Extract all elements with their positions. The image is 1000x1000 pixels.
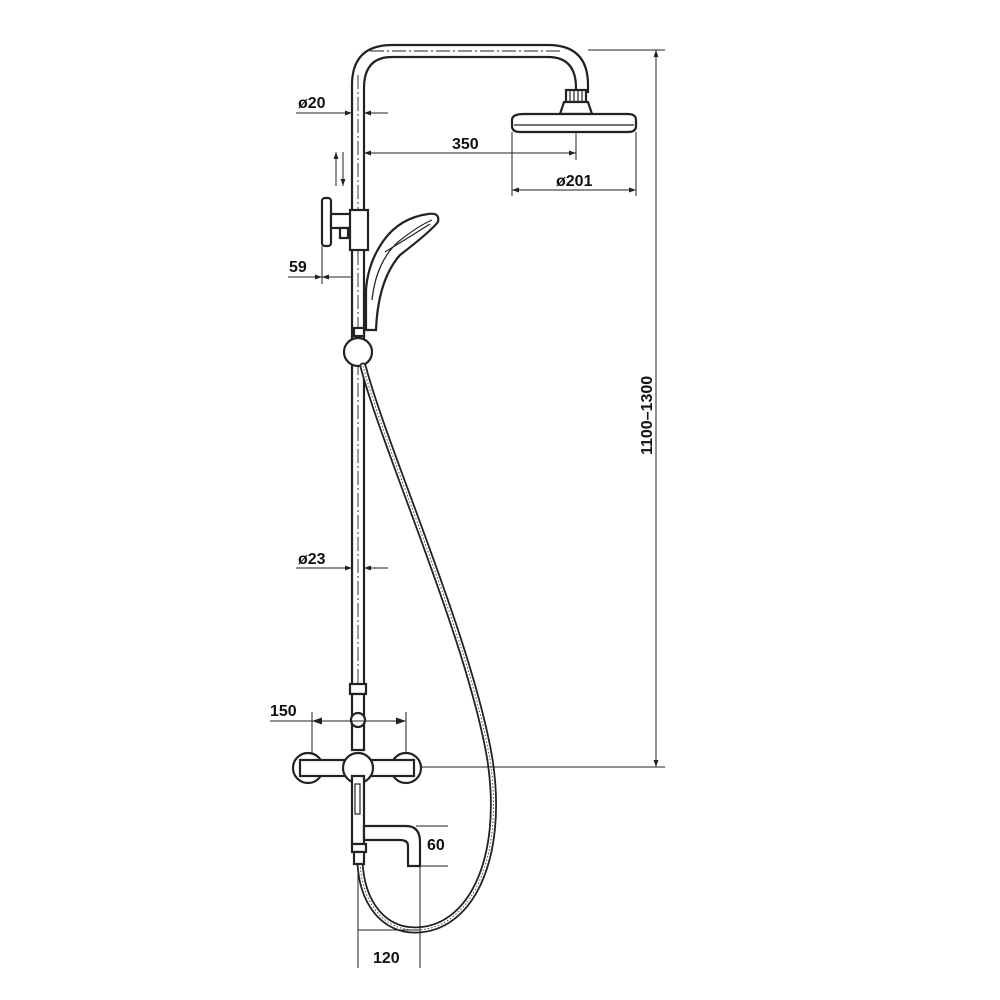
slide-indicator	[333, 152, 346, 186]
dim-arm-length	[364, 132, 577, 160]
head-swivel-joint	[564, 88, 588, 104]
label-arm-length: 350	[452, 136, 479, 153]
hand-shower-body	[364, 212, 440, 332]
rain-shower-head	[510, 88, 638, 134]
pipe-collar	[348, 682, 368, 696]
wall-plate	[320, 196, 333, 248]
label-spout-height: 60	[427, 837, 445, 854]
shower-arm	[350, 43, 590, 692]
hose-nut	[352, 850, 366, 866]
dim-height	[420, 49, 665, 768]
label-height-range: 1100–1300	[639, 376, 656, 455]
bracket-arm	[329, 212, 354, 230]
bracket-screw	[338, 226, 350, 240]
wall-bracket	[320, 196, 370, 252]
bath-spout	[362, 824, 422, 868]
dim-spout-height	[412, 825, 448, 867]
label-mixer-width: 150	[270, 703, 297, 720]
hand-shower	[352, 212, 440, 338]
diverter-knob	[349, 711, 367, 729]
dim-head-diameter	[511, 132, 637, 196]
thermostatic-mixer	[291, 682, 423, 866]
lower-body	[350, 774, 366, 846]
slider-clamp	[348, 208, 370, 252]
dim-mixer-width	[270, 712, 407, 754]
label-holder-offset: 59	[289, 259, 307, 276]
head-plate	[510, 112, 638, 134]
head-connector	[558, 100, 594, 116]
label-head-diameter: ø201	[556, 173, 593, 190]
label-pipe-diameter: ø23	[298, 551, 326, 568]
dim-spout-reach	[357, 866, 421, 968]
flexible-hose	[356, 362, 497, 934]
hand-shower-cone	[352, 326, 366, 338]
label-pipe-top-diameter: ø20	[298, 95, 326, 112]
dim-holder-offset	[288, 246, 352, 284]
slider-ball	[342, 336, 374, 368]
label-spout-reach: 120	[373, 950, 400, 967]
hose-connector	[350, 842, 368, 854]
